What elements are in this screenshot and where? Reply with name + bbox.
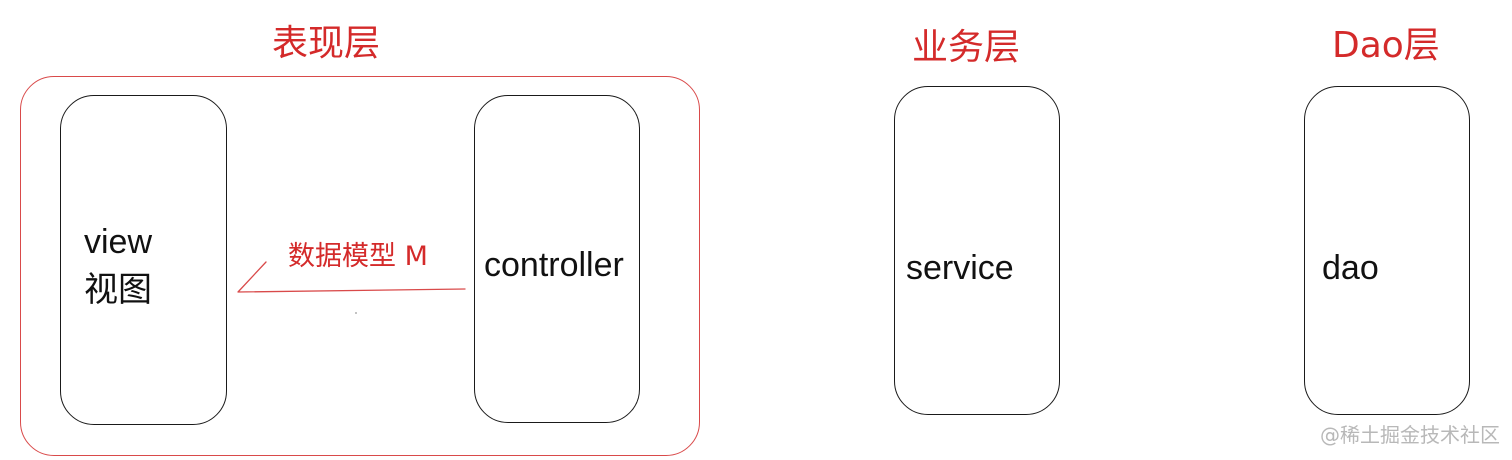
dao-node-label: dao — [1322, 249, 1379, 287]
presentation-layer-frame — [20, 76, 700, 456]
service-node — [894, 86, 1060, 415]
view-node-label-cn: 视图 — [84, 270, 152, 310]
layer-title-dao: Dao层 — [1332, 25, 1440, 66]
edge-controller-to-view-label: 数据模型 M — [288, 241, 428, 272]
controller-node-label: controller — [484, 246, 624, 284]
edge-controller-to-view-arrow — [237, 261, 466, 293]
stray-dot — [355, 312, 357, 314]
view-node — [60, 95, 227, 425]
dao-node — [1304, 86, 1470, 415]
layer-title-presentation: 表现层 — [272, 23, 381, 64]
controller-node — [474, 95, 640, 423]
service-node-label: service — [906, 249, 1014, 287]
view-node-label: view — [84, 223, 153, 261]
watermark-text: @稀土掘金技术社区 — [1320, 423, 1500, 447]
layer-title-business: 业务层 — [912, 27, 1021, 68]
